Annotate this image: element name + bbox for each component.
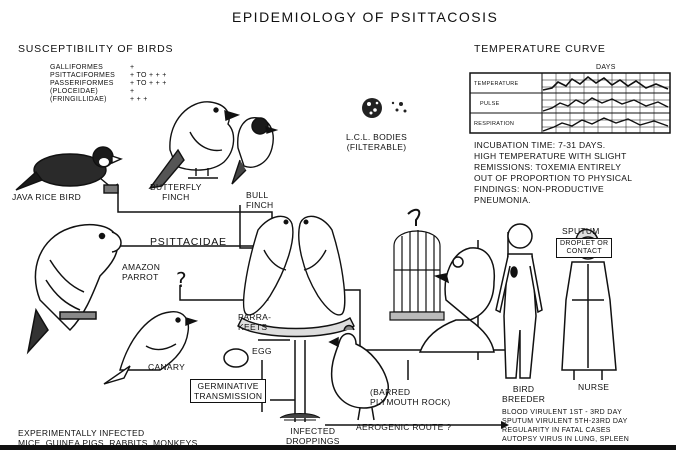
butterfly-finch-label: BUTTERFLY FINCH	[150, 182, 202, 202]
amazon-parrot-illustration	[28, 225, 121, 352]
lcl-bodies-illustration	[362, 98, 407, 118]
unknown-link-question-mark: ?	[176, 268, 187, 292]
aerogenic-route-label: AEROGENIC ROUTE ?	[356, 422, 451, 432]
bird-breeder-illustration	[496, 224, 542, 378]
infected-droppings-label: INFECTED DROPPINGS	[286, 426, 340, 446]
bull-finch-label: BULL FINCH	[246, 190, 273, 210]
susceptibility-ratings: + + TO + + + + TO + + + + + + +	[130, 64, 167, 104]
droppings-illustration	[280, 414, 320, 421]
man-with-bird-illustration	[420, 248, 494, 352]
barred-plymouth-rock-label: (BARRED PLYMOUTH ROCK)	[370, 387, 451, 407]
experimentally-infected-label: EXPERIMENTALLY INFECTED MICE, GUINEA PIG…	[18, 428, 200, 448]
temperature-curve-heading: TEMPERATURE CURVE	[474, 44, 606, 54]
java-rice-bird-label: JAVA RICE BIRD	[12, 192, 81, 202]
susceptibility-orders: GALLIFORMES PSITTACIFORMES PASSERIFORMES…	[50, 64, 115, 104]
birdcage-illustration	[390, 210, 444, 320]
susceptibility-heading: SUSCEPTIBILITY OF BIRDS	[18, 44, 173, 54]
lcl-bodies-label: L.C.L. BODIES (FILTERABLE)	[346, 132, 407, 152]
canary-illustration	[104, 312, 196, 384]
temperature-curve-days-label: DAYS	[596, 64, 616, 72]
java-rice-bird-illustration	[16, 147, 121, 193]
amazon-parrot-label: AMAZON PARROT	[122, 262, 160, 282]
diagram-title: EPIDEMIOLOGY OF PSITTACOSIS	[232, 12, 498, 22]
droplet-contact-label: DROPLET OR CONTACT	[556, 238, 612, 258]
bird-breeder-label: BIRD BREEDER	[502, 384, 545, 404]
egg-label: EGG	[252, 346, 272, 356]
germinative-transmission-label: GERMINATIVE TRANSMISSION	[190, 379, 266, 403]
nurse-label: NURSE	[578, 382, 609, 392]
canary-label: CANARY	[148, 362, 185, 372]
parrakeets-label: PARRA- KEETS	[238, 312, 271, 332]
temperature-row-label: TEMPERATURE	[474, 80, 518, 88]
sputum-label: SPUTUM	[562, 226, 600, 236]
respiration-row-label: RESPIRATION	[474, 120, 514, 128]
egg-illustration	[224, 349, 248, 367]
bull-finch-illustration	[232, 118, 276, 184]
psittacidae-label: PSITTACIDAE	[150, 237, 227, 247]
pulse-row-label: PULSE	[480, 100, 500, 108]
butterfly-finch-illustration	[150, 102, 238, 188]
incubation-note: INCUBATION TIME: 7-31 DAYS. HIGH TEMPERA…	[474, 140, 632, 206]
blood-sputum-note: BLOOD VIRULENT 1ST - 3RD DAY SPUTUM VIRU…	[502, 408, 629, 453]
